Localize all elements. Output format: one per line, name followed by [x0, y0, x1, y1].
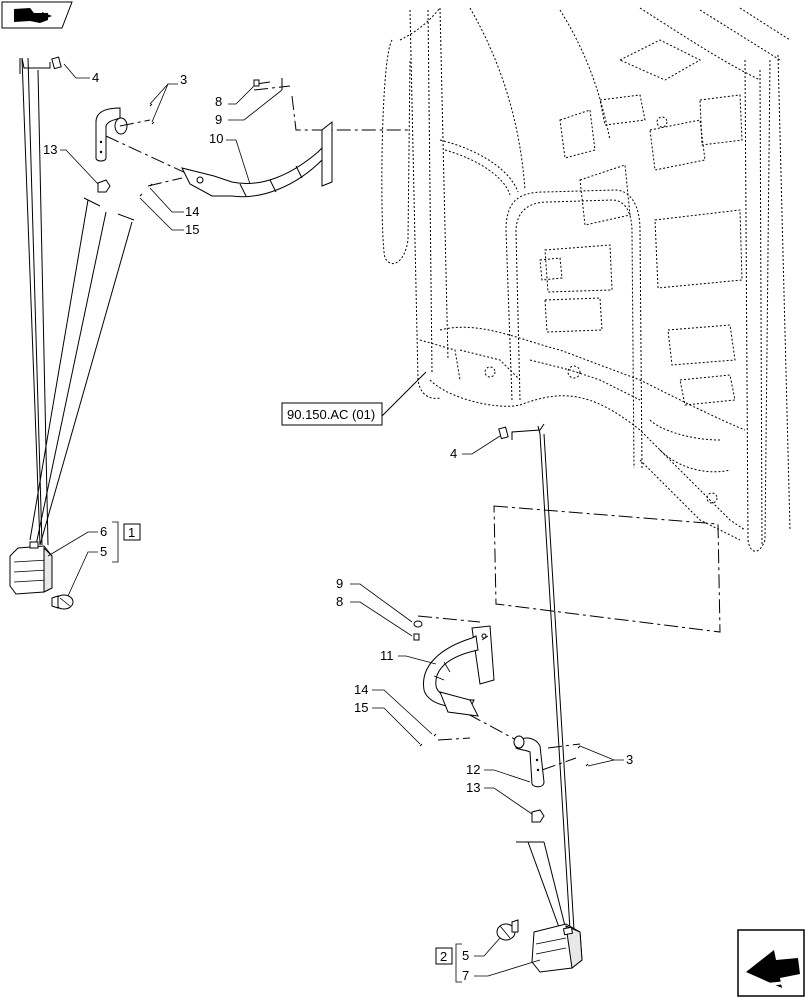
- bottom-lamp-bulb: [496, 919, 519, 941]
- callout-13-top: 13: [43, 142, 57, 157]
- callout-8-bottom: 8: [336, 594, 343, 609]
- top-left-assembly: [19, 56, 410, 546]
- callout-9-top: 9: [215, 112, 222, 127]
- callout-14-bottom: 14: [354, 682, 368, 697]
- callout-10-top: 10: [209, 131, 223, 146]
- reference-box[interactable]: 90.150.AC (01): [281, 402, 383, 426]
- variant-1-label: 1: [128, 525, 135, 540]
- callout-13-bottom: 13: [466, 780, 480, 795]
- cab-frame-drawing: [381, 7, 791, 552]
- variant-2-label: 2: [440, 949, 447, 964]
- bottom-work-lamp: [531, 923, 583, 973]
- callout-11-bottom: 11: [380, 648, 394, 663]
- variant-box-1: [123, 523, 141, 541]
- callout-15-top: 15: [185, 222, 199, 237]
- callout-15-bottom: 15: [354, 700, 368, 715]
- callout-4-center: 4: [450, 446, 457, 461]
- variant-box-2: [435, 947, 453, 965]
- callout-12-bottom: 12: [466, 762, 480, 777]
- callout-8-top: 8: [215, 94, 222, 109]
- callout-14-top: 14: [185, 204, 199, 219]
- callout-6-left: 6: [100, 524, 107, 539]
- callout-4-top: 4: [92, 70, 99, 85]
- reference-box-label: 90.150.AC (01): [287, 407, 375, 422]
- previous-page-arrow-icon[interactable]: [737, 929, 805, 997]
- left-work-lamp: [9, 541, 53, 595]
- callout-5-left: 5: [100, 544, 107, 559]
- callout-5-bottom: 5: [462, 948, 469, 963]
- callout-9-bottom: 9: [336, 576, 343, 591]
- callout-7-bottom: 7: [462, 968, 469, 983]
- book-arrow-icon[interactable]: [1, 1, 73, 29]
- bottom-center-assembly: [413, 505, 721, 931]
- callout-3-bottom: 3: [626, 752, 633, 767]
- callout-3-top: 3: [180, 72, 187, 87]
- left-lamp-bulb: [51, 594, 74, 610]
